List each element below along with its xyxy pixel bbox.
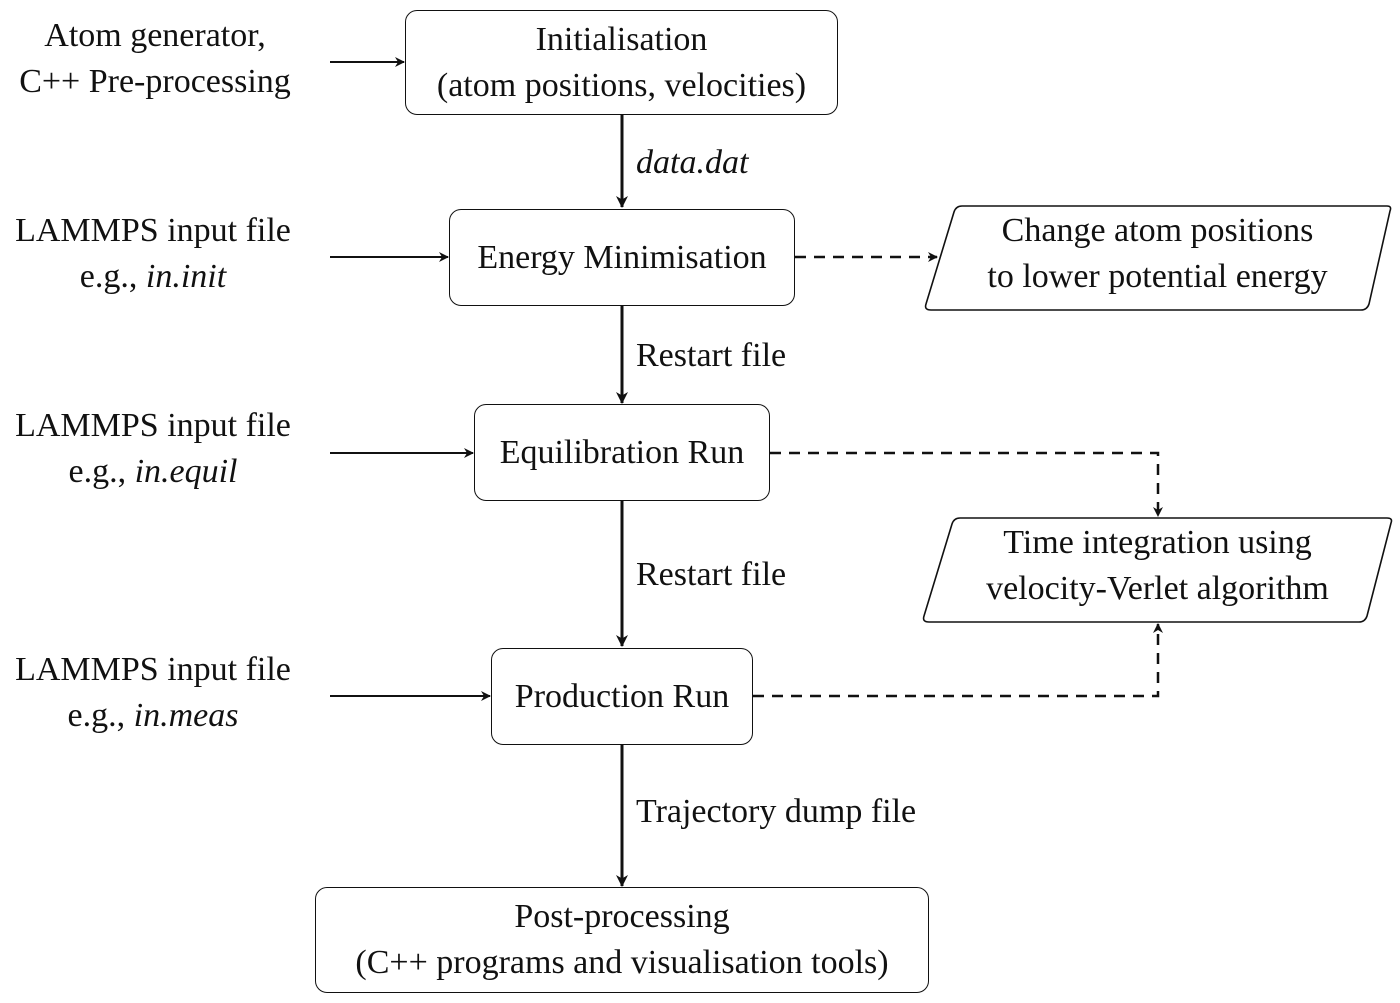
equil-input-prefix: e.g., — [68, 453, 135, 490]
dashed-arrow-equilibration-to-time-integration — [770, 451, 1163, 517]
atom-generator-line1: Atom generator, — [44, 17, 266, 54]
initialisation-title: Initialisation — [535, 20, 708, 58]
meas-input-line2: e.g., in.meas — [0, 693, 308, 739]
lower-energy-line2: to lower potential energy — [987, 258, 1328, 295]
equil-input-filename: in.equil — [134, 453, 238, 490]
dashed-arrow-production-to-time-integration — [753, 623, 1163, 698]
equil-input-line2: e.g., in.equil — [0, 449, 308, 495]
lower-energy-line1: Change atom positions — [1001, 212, 1314, 249]
time-integration-line2: velocity-Verlet algorithm — [986, 570, 1329, 607]
production-run-label: Production Run — [514, 677, 730, 715]
equil-input-line1: LAMMPS input file — [15, 407, 291, 444]
energy-minimisation-label: Energy Minimisation — [477, 238, 767, 276]
init-input-filename: in.init — [145, 258, 227, 295]
init-input-line2: e.g., in.init — [0, 254, 308, 300]
init-input-prefix: e.g., — [79, 258, 146, 295]
init-input-line1: LAMMPS input file — [15, 212, 291, 249]
meas-input-filename: in.meas — [133, 697, 239, 734]
meas-input-file: LAMMPS input file e.g., in.meas — [0, 647, 308, 739]
edge-label-restart-1: Restart file — [636, 337, 787, 374]
edge-label-data-file: data.dat — [636, 144, 749, 181]
initialisation-box: Initialisation (atom positions, velociti… — [405, 10, 838, 115]
time-integration-parallelogram — [922, 517, 1393, 623]
lower-energy-parallelogram — [924, 205, 1392, 311]
energy-minimisation-box: Energy Minimisation — [449, 209, 795, 306]
lower-energy-note: Change atom positions to lower potential… — [940, 208, 1375, 300]
post-processing-title: Post-processing — [514, 898, 730, 935]
atom-generator-input: Atom generator, C++ Pre-processing — [0, 13, 310, 105]
equil-input-file: LAMMPS input file e.g., in.equil — [0, 403, 308, 495]
init-input-file: LAMMPS input file e.g., in.init — [0, 208, 308, 300]
initialisation-subtitle: (atom positions, velocities) — [436, 66, 807, 104]
time-integration-line1: Time integration using — [1003, 524, 1312, 561]
edge-label-restart-2: Restart file — [636, 556, 787, 593]
atom-generator-line2: C++ Pre-processing — [19, 63, 291, 100]
post-processing-subtitle: (C++ programs and visualisation tools) — [355, 944, 889, 981]
equilibration-run-box: Equilibration Run — [474, 404, 770, 501]
time-integration-note: Time integration using velocity-Verlet a… — [940, 520, 1375, 612]
production-run-box: Production Run — [491, 648, 753, 745]
edge-label-trajectory: Trajectory dump file — [636, 793, 917, 830]
meas-input-prefix: e.g., — [67, 697, 134, 734]
post-processing-box: Post-processing (C++ programs and visual… — [315, 887, 929, 993]
meas-input-line1: LAMMPS input file — [15, 651, 291, 688]
equilibration-run-label: Equilibration Run — [499, 433, 745, 471]
